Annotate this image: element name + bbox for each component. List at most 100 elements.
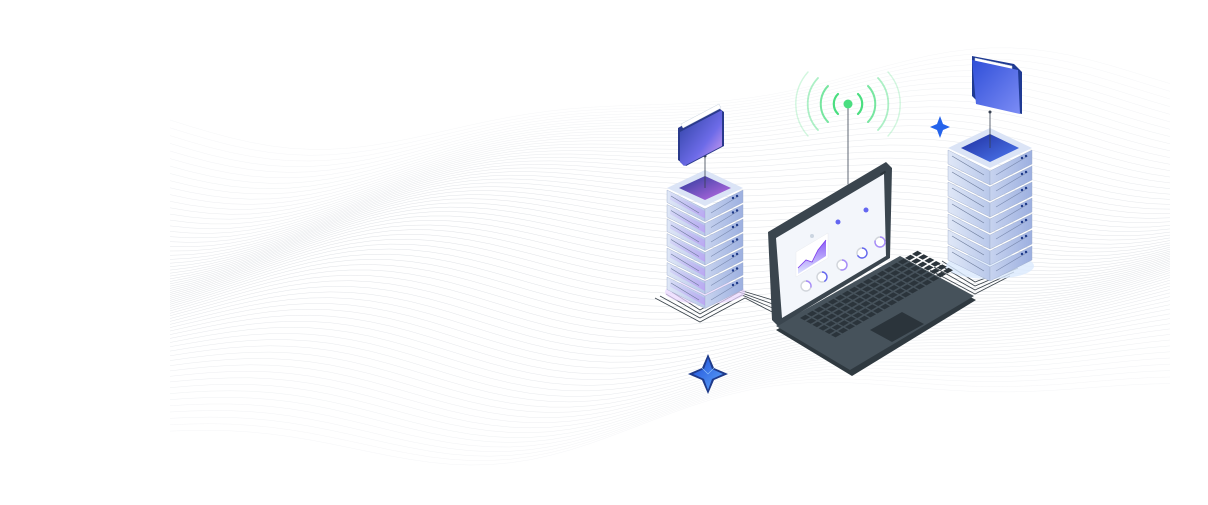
keyboard-key — [915, 283, 925, 290]
keyboard-key — [863, 278, 873, 285]
wave-line — [169, 357, 1171, 448]
keyboard-key — [854, 297, 865, 304]
keyboard-key — [918, 254, 929, 260]
keyboard-key — [873, 300, 884, 306]
keyboard-key — [846, 309, 857, 315]
keyboard-key — [807, 310, 817, 317]
wave-line — [169, 363, 1171, 452]
keyboard-key — [819, 317, 830, 324]
keyboard-key — [840, 305, 851, 312]
wave-line — [169, 259, 1171, 314]
folder-icon — [678, 103, 724, 166]
keyboard-key — [825, 321, 836, 327]
keyboard-key — [880, 303, 890, 310]
keyboard-key — [845, 323, 855, 330]
wave-line — [169, 382, 1171, 466]
keyboard-key — [852, 312, 863, 318]
keyboard-key — [859, 308, 870, 314]
wave-line — [169, 300, 1171, 392]
keyboard-key — [895, 281, 906, 287]
keyboard-key — [904, 262, 915, 268]
keyboard-key — [905, 254, 915, 261]
keyboard-key — [873, 307, 883, 314]
sparkle-icon — [930, 116, 950, 138]
keyboard-key — [887, 292, 898, 298]
keyboard-key — [842, 290, 852, 297]
keyboard-key — [818, 325, 829, 331]
wave-line — [169, 304, 1171, 397]
keyboard-key — [869, 282, 880, 288]
wave-line — [169, 164, 1171, 247]
keyboard-key — [861, 293, 872, 300]
keyboard-key — [835, 294, 845, 301]
keyboard-key — [859, 315, 869, 322]
keyboard-key — [856, 282, 866, 289]
keyboard-key — [915, 276, 926, 282]
keyboard-key — [853, 305, 864, 311]
keyboard-key — [874, 293, 885, 299]
keyboard-key — [800, 314, 810, 321]
keyboard-key — [877, 270, 887, 277]
keyboard-key — [884, 266, 894, 273]
wave-line — [169, 264, 1171, 320]
keyboard-key — [901, 284, 912, 290]
keyboard-key — [917, 261, 928, 268]
wave-line — [169, 53, 1171, 156]
wave-line — [169, 328, 1171, 423]
keyboard-key — [812, 321, 823, 328]
keyboard-key — [841, 298, 852, 304]
keyboard-key — [868, 289, 879, 296]
keyboard-key — [930, 261, 941, 267]
folder-icon — [972, 56, 1022, 114]
server-rack-icon — [665, 154, 745, 309]
wave-line — [169, 274, 1171, 345]
keyboard-key — [847, 301, 858, 308]
keyboard-key — [924, 257, 935, 264]
keyboard-key — [909, 273, 920, 279]
keyboard-key — [828, 298, 838, 305]
wave-line — [169, 351, 1171, 443]
wave-line — [169, 253, 1171, 307]
keyboard-key — [831, 331, 841, 338]
laptop-icon — [768, 162, 976, 376]
keyboard-key — [923, 265, 934, 271]
keyboard-key — [901, 291, 911, 298]
wave-line — [169, 270, 1171, 333]
keyboard-key — [862, 286, 873, 292]
wave-line — [169, 282, 1171, 363]
keyboard-key — [814, 306, 824, 313]
wave-line — [169, 334, 1171, 429]
keyboard-key — [908, 287, 918, 294]
keyboard-key — [852, 319, 862, 326]
wave-line — [169, 308, 1171, 403]
wave-line — [169, 47, 1171, 150]
keyboard-key — [912, 250, 922, 257]
wave-line — [169, 268, 1171, 326]
wave-line — [169, 106, 1171, 205]
keyboard-key — [883, 274, 894, 280]
keyboard-key — [876, 278, 887, 284]
wave-line — [169, 58, 1171, 162]
keyboard-key — [867, 297, 878, 303]
wave-line — [169, 119, 1171, 215]
wave-line — [169, 289, 1171, 375]
keyboard-key — [929, 268, 940, 274]
keyboard-key — [929, 275, 939, 282]
keyboard-key — [806, 318, 817, 324]
dashboard-screen — [795, 207, 886, 292]
wave-line — [169, 323, 1171, 418]
keyboard-key — [839, 313, 850, 319]
keyboard-key — [887, 299, 897, 306]
keyboard-key — [916, 269, 927, 275]
wave-line — [169, 313, 1171, 408]
keyboard-key — [896, 273, 907, 280]
wave-line — [169, 292, 1171, 380]
keyboard-key — [902, 277, 913, 283]
keyboard-key — [845, 316, 856, 322]
sparkle-icon — [688, 354, 728, 394]
keyboard-key — [866, 311, 876, 318]
keyboard-key — [813, 314, 824, 320]
wave-line — [169, 285, 1171, 369]
